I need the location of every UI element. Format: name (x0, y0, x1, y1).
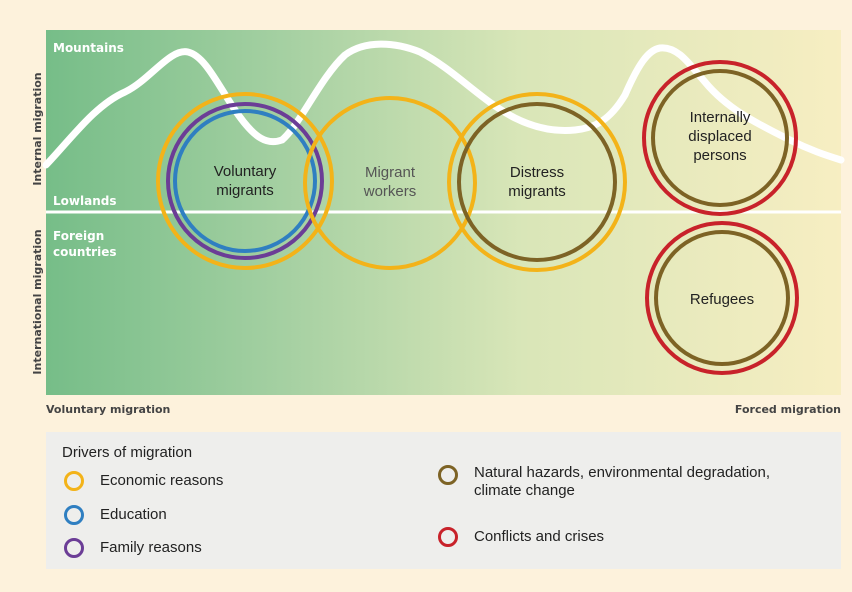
internal-migration-axis-label: Internal migration (31, 72, 44, 186)
economic-ring (447, 92, 627, 272)
migrant-workers-label-1: Migrant (365, 164, 416, 181)
legend: Drivers of migration Economic reasons Ed… (46, 432, 841, 569)
legend-economic: Economic reasons (64, 471, 224, 491)
forced-migration-axis-label: Forced migration (734, 403, 841, 416)
conflict-ring (642, 60, 798, 216)
education-ring-icon (64, 505, 84, 525)
legend-economic-label: Economic reasons (100, 472, 224, 489)
economic-ring-icon (64, 471, 84, 491)
idp-label-3: persons (693, 147, 746, 164)
voluntary-migrants-group: Voluntary migrants (156, 92, 334, 270)
economic-ring (303, 96, 477, 270)
economic-ring (156, 92, 334, 270)
legend-education-label: Education (100, 506, 167, 523)
international-migration-axis-label: International migration (31, 229, 44, 375)
natural-hazards-ring (654, 230, 790, 366)
legend-conflicts: Conflicts and crises (438, 527, 605, 547)
legend-family: Family reasons (64, 538, 202, 558)
refugees-label: Refugees (690, 291, 754, 308)
conflict-ring (645, 221, 799, 375)
natural-hazards-ring-icon (438, 465, 458, 485)
lowlands-label: Lowlands (53, 194, 116, 208)
foreign-countries-label-1: Foreign (53, 229, 104, 243)
idp-label-2: displaced (688, 128, 751, 145)
conflict-ring-icon (438, 527, 458, 547)
foreign-countries-label-2: countries (53, 245, 117, 259)
legend-education: Education (64, 505, 167, 525)
migrant-workers-group: Migrant workers (303, 96, 477, 270)
mountain-ridge (42, 40, 845, 169)
legend-title: Drivers of migration (62, 444, 193, 461)
idp-label-1: Internally (690, 109, 751, 126)
distress-migrants-label-2: migrants (508, 183, 566, 200)
natural-hazards-ring (651, 69, 789, 207)
education-ring (173, 109, 317, 253)
legend-natural-hazards-line-2: climate change (474, 482, 575, 499)
legend-family-label: Family reasons (100, 539, 202, 556)
legend-natural-hazards-line-1: Natural hazards, environmental degradati… (474, 464, 771, 481)
family-ring (166, 102, 324, 260)
legend-natural-hazards-label: Natural hazards, environmental degradati… (474, 464, 770, 500)
mountains-label: Mountains (53, 41, 124, 55)
refugees-group: Refugees (645, 221, 799, 375)
voluntary-migration-axis-label: Voluntary migration (46, 403, 171, 416)
migrant-workers-label-2: workers (363, 183, 417, 200)
voluntary-migrants-label-1: Voluntary (214, 163, 277, 180)
internally-displaced-persons-group: Internally displaced persons (642, 60, 798, 216)
family-ring-icon (64, 538, 84, 558)
natural-hazards-ring (457, 102, 617, 262)
legend-conflicts-label: Conflicts and crises (474, 528, 605, 545)
voluntary-migrants-label-2: migrants (216, 182, 274, 199)
distress-migrants-group: Distress migrants (447, 92, 627, 272)
distress-migrants-label-1: Distress (510, 164, 564, 181)
legend-natural-hazards: Natural hazards, environmental degradati… (438, 464, 770, 500)
